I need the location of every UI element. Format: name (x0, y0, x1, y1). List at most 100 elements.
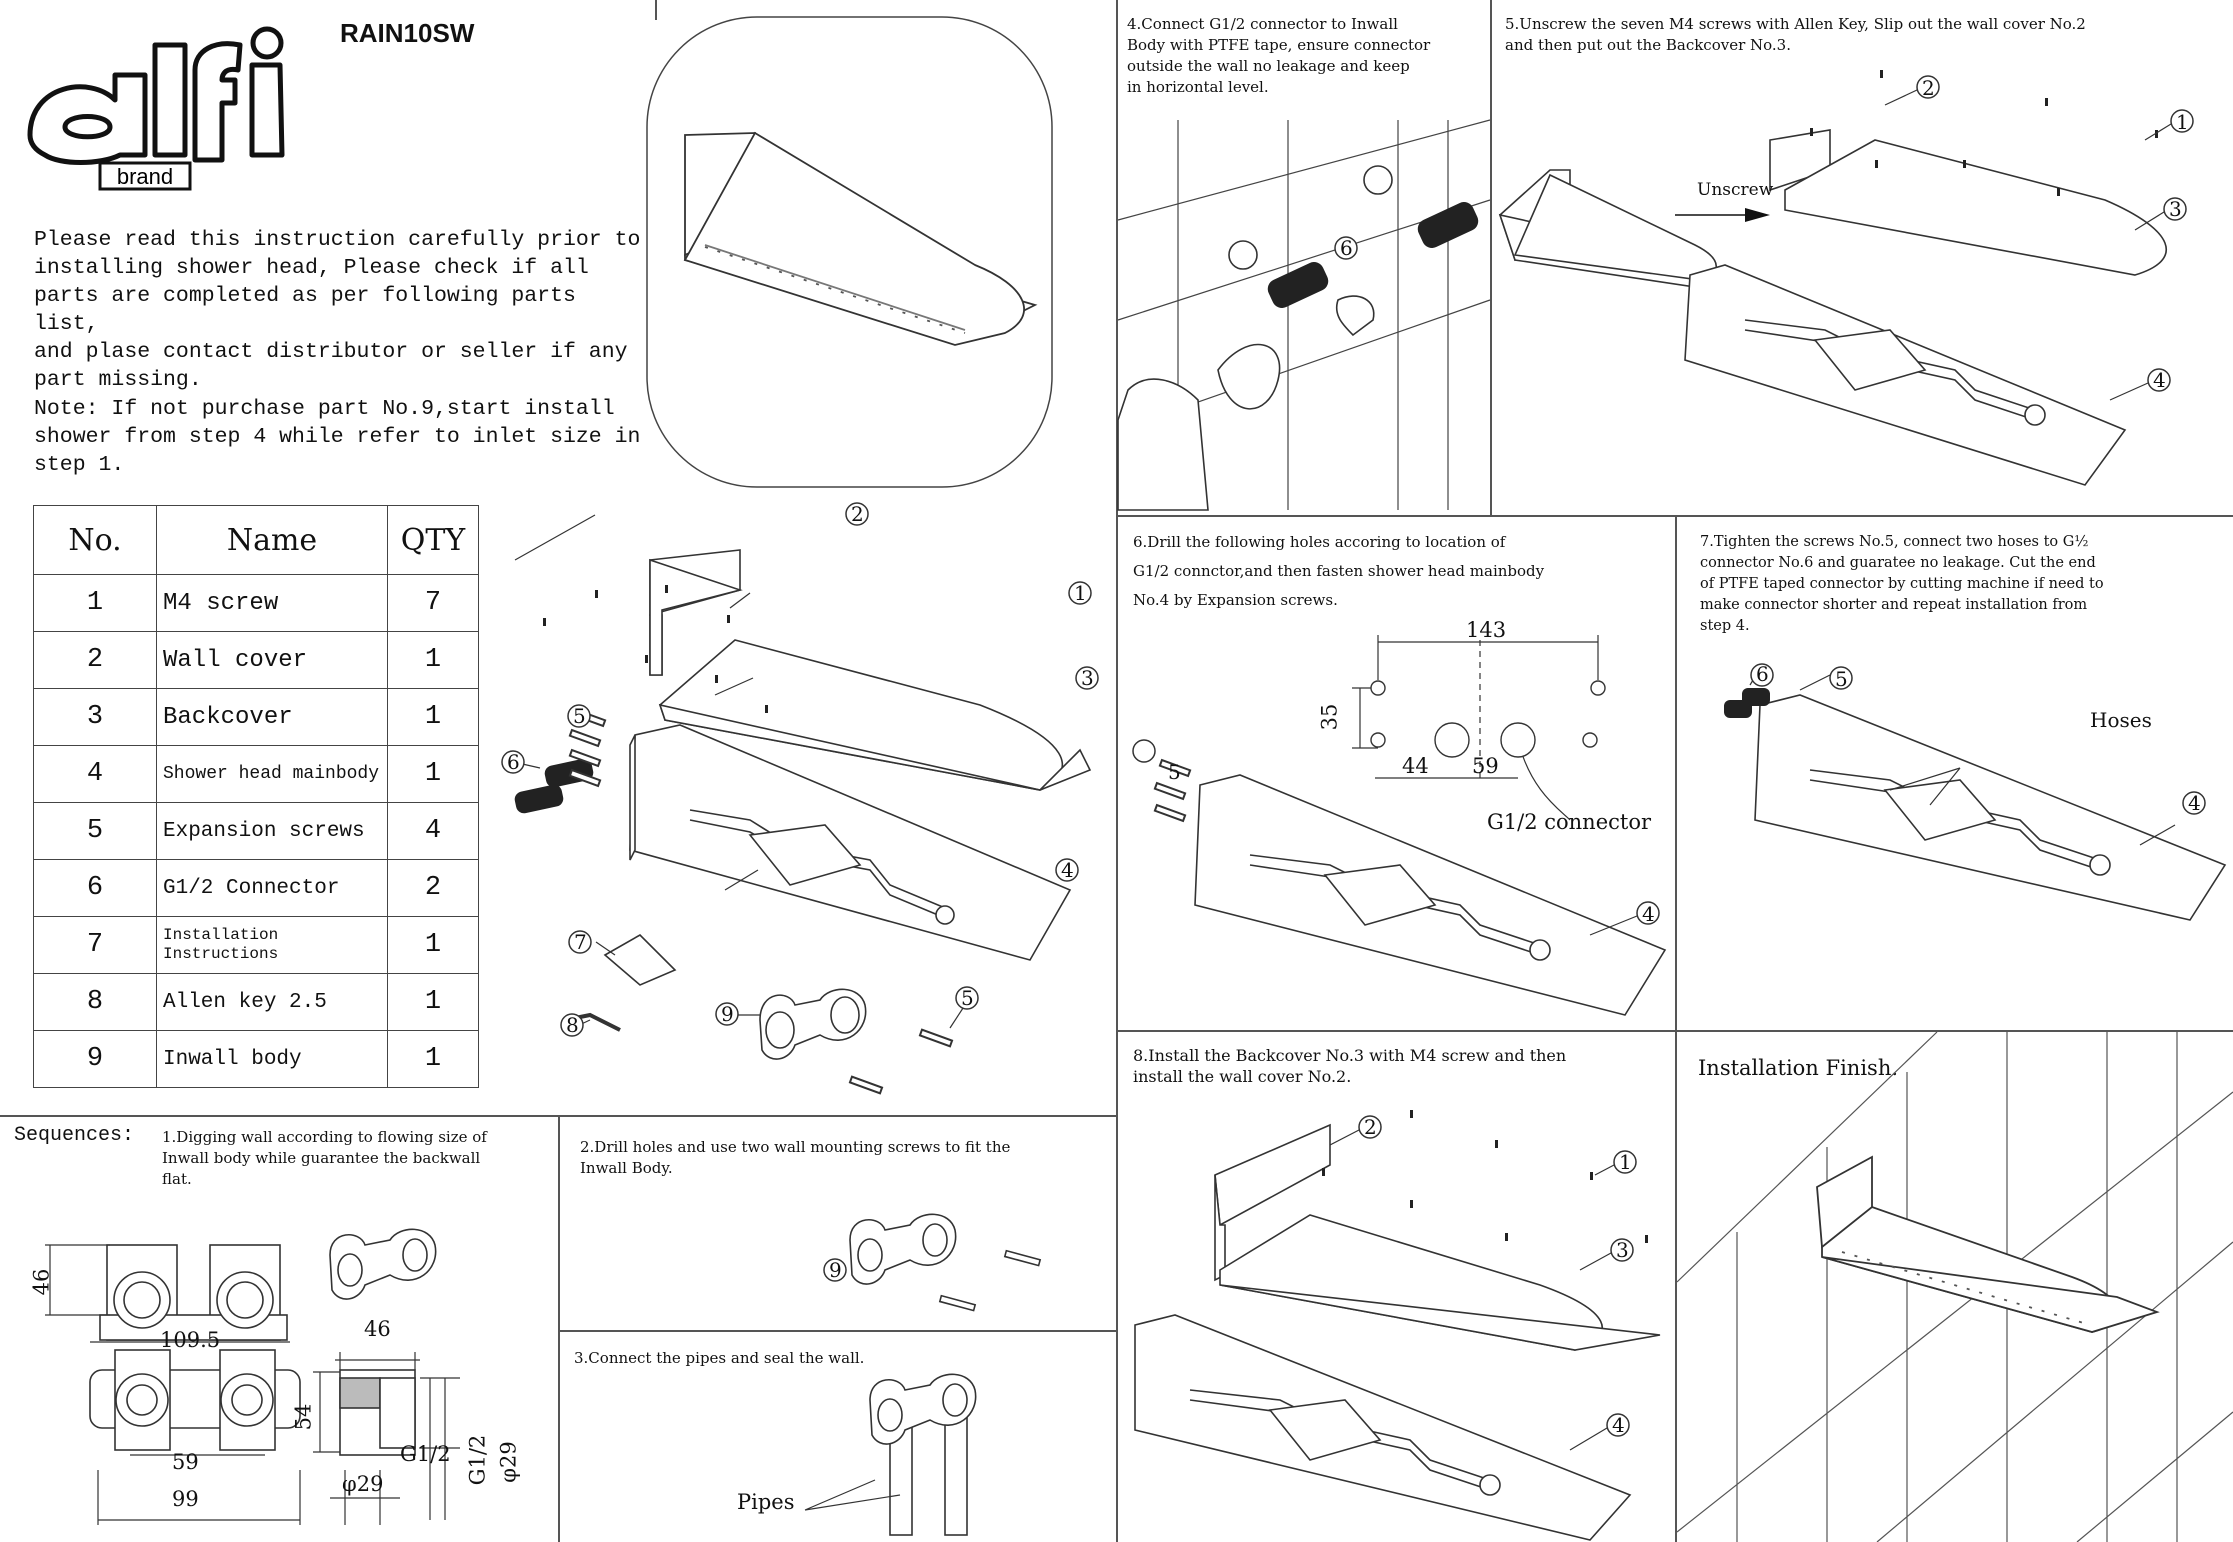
step7-callout-4: 4 (2188, 791, 2201, 815)
step7-callout-6: 6 (1756, 662, 1769, 686)
row-qty: 1 (387, 745, 479, 803)
step4-illustration (1117, 119, 1491, 511)
row-qty: 1 (387, 916, 479, 974)
divider-top-left (655, 0, 657, 20)
step1-text: 1.Digging wall according to flowing size… (162, 1128, 487, 1188)
step5-callout-2: 2 (1922, 76, 1935, 100)
step5-text: 5.Unscrew the seven M4 screws with Allen… (1505, 15, 2086, 54)
exploded-view-illustration (514, 514, 1092, 1095)
step8-illustration (1134, 1110, 1661, 1541)
s6-connector-label: G1/2 connector (1487, 810, 1652, 834)
dim-phi29-vertical: φ29 (496, 1441, 521, 1483)
finish-illustration (1676, 1031, 2233, 1542)
dim-g12-vertical: G1/2 (465, 1434, 490, 1486)
divider-seq-vertical (558, 1115, 560, 1542)
callout-1: 1 (1074, 581, 1087, 605)
header-name: Name (156, 505, 388, 575)
dim-59: 59 (172, 1450, 199, 1474)
divider-row2 (1116, 1030, 2233, 1032)
row-qty: 2 (387, 859, 479, 917)
dim-g12: G1/2 (400, 1442, 451, 1466)
step2-callout-9: 9 (829, 1258, 842, 1282)
step8-callout-1: 1 (1619, 1150, 1632, 1174)
step5-callout-4: 4 (2153, 368, 2166, 392)
intro-paragraph: Please read this instruction carefully p… (34, 228, 641, 392)
row-no: 4 (33, 745, 157, 803)
model-number: RAIN10SW (340, 18, 475, 48)
parts-table-header: No. Name QTY (33, 505, 479, 575)
callout-9: 9 (721, 1002, 734, 1026)
s6-dim-35: 35 (1317, 703, 1342, 731)
step7-text: 7.Tighten the screws No.5, connect two h… (1700, 534, 2104, 634)
divider-step2-3 (558, 1330, 1116, 1332)
dim-109-5: 109.5 (160, 1328, 221, 1352)
pipes-leader (804, 1479, 901, 1511)
step2-illustration (823, 1213, 1042, 1312)
step7-illustration (1724, 663, 2227, 921)
row-name: Allen key 2.5 (156, 973, 388, 1031)
step5-callout-1: 1 (2176, 110, 2189, 134)
dim-46-horizontal: 46 (364, 1317, 391, 1341)
divider-main-vertical (1116, 0, 1118, 1542)
callout-3: 3 (1081, 666, 1094, 690)
step8-callout-3: 3 (1616, 1238, 1629, 1262)
step8-text: 8.Install the Backcover No.3 with M4 scr… (1133, 1046, 1567, 1086)
divider-step6-7 (1675, 515, 1677, 1542)
header-qty: QTY (387, 505, 479, 575)
callout-5b: 5 (961, 986, 974, 1010)
alfi-logo: brand (27, 26, 285, 191)
callout-4: 4 (1061, 858, 1074, 882)
row-no: 1 (33, 574, 157, 632)
row-no: 8 (33, 973, 157, 1031)
header-no: No. (33, 505, 157, 575)
dim-phi29: φ29 (342, 1472, 384, 1496)
step6-drilling-diagram (1132, 635, 1667, 1016)
finish-label: Installation Finish. (1698, 1056, 1899, 1080)
divider-row1 (1116, 515, 2233, 517)
logo-sub-text: brand (117, 164, 173, 189)
callout-8: 8 (566, 1013, 579, 1037)
callout-5: 5 (573, 704, 586, 728)
step8-callout-2: 2 (1364, 1115, 1377, 1139)
row-name: Wall cover (156, 631, 388, 689)
step5-callout-3: 3 (2169, 197, 2182, 221)
row-no: 3 (33, 688, 157, 746)
row-no: 6 (33, 859, 157, 917)
intro-note: Note: If not purchase part No.9,start in… (34, 397, 641, 477)
row-name: M4 screw (156, 574, 388, 632)
row-name: Expansion screws (156, 802, 388, 860)
step5-illustration (1498, 70, 2194, 486)
s6-dim-44: 44 (1402, 754, 1429, 778)
hoses-label: Hoses (2090, 708, 2152, 732)
step3-text: 3.Connect the pipes and seal the wall. (574, 1349, 865, 1367)
row-name: G1/2 Connector (156, 859, 388, 917)
dim-54: 54 (291, 1403, 316, 1431)
step6-text: 6.Drill the following holes accoring to … (1133, 533, 1545, 609)
row-name: Inwall body (156, 1030, 388, 1088)
dim-99: 99 (172, 1487, 199, 1511)
product-overview-illustration (646, 16, 1053, 488)
dim-46-vertical: 46 (29, 1268, 54, 1296)
step6-callout-5: 5 (1168, 760, 1181, 784)
step2-text: 2.Drill holes and use two wall mounting … (580, 1138, 1011, 1177)
unscrew-label: Unscrew (1697, 180, 1774, 200)
callout-6: 6 (507, 750, 520, 774)
sequences-label: Sequences: (14, 1124, 135, 1147)
s6-dim-143: 143 (1466, 618, 1507, 642)
row-name: Installation Instructions (156, 916, 388, 974)
callout-7: 7 (574, 930, 587, 954)
row-no: 9 (33, 1030, 157, 1088)
step4-callout-6: 6 (1340, 236, 1353, 260)
row-qty: 1 (387, 973, 479, 1031)
step3-illustration (869, 1373, 977, 1536)
step8-callout-4: 4 (1612, 1413, 1625, 1437)
